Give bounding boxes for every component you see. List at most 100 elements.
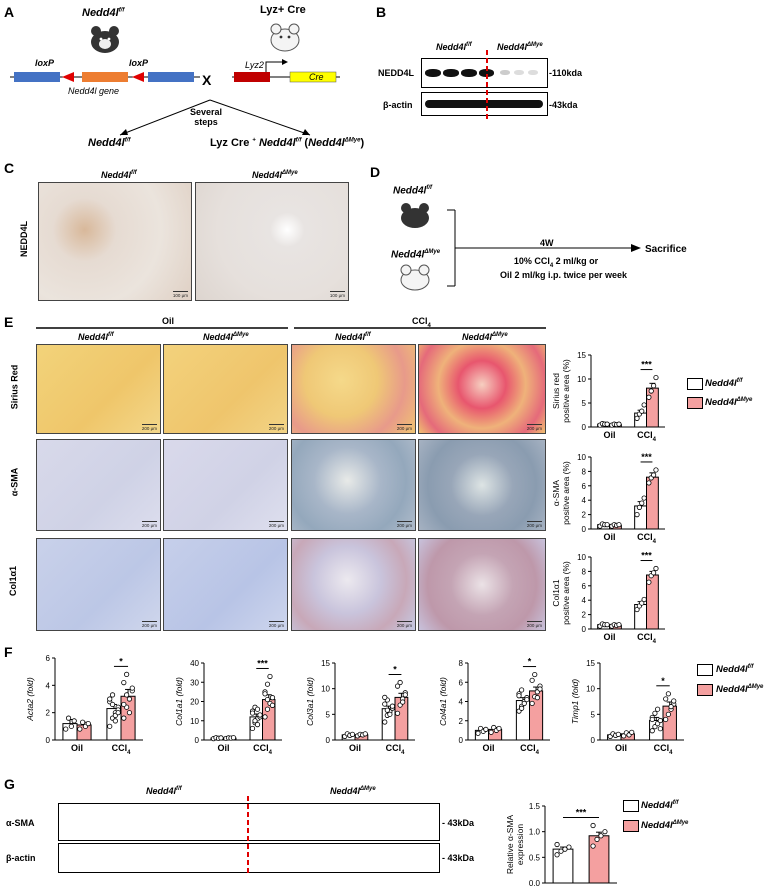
e-sirius-flox-oil: 200 μm	[36, 344, 161, 434]
c-flox-header: Nedd4lf/f	[101, 170, 137, 180]
data-point	[63, 726, 69, 732]
data-point	[384, 707, 390, 713]
d-endpoint: Sacrifice	[645, 244, 687, 255]
a-lyz-cre-title: Lyz+ Cre	[260, 4, 306, 16]
y-tick-label: 10	[577, 553, 586, 562]
y-axis-label: positive area (%)	[561, 359, 571, 423]
data-point	[639, 408, 645, 414]
x-tick-label: Oil	[349, 743, 361, 753]
x-tick-label: Oil	[71, 743, 83, 753]
panel-label-g: G	[4, 776, 15, 792]
a-flox-construct	[10, 72, 200, 82]
panel-label-a: A	[4, 4, 15, 20]
data-point	[382, 694, 388, 700]
significance-label: *	[119, 656, 123, 666]
dark-mouse-icon	[91, 26, 119, 53]
data-point	[602, 829, 608, 835]
x-tick-label: Oil	[603, 430, 615, 440]
data-point	[634, 415, 640, 421]
panel-label-d: D	[370, 164, 381, 180]
b-row2-size: -43kda	[549, 100, 578, 110]
data-point	[249, 710, 256, 716]
b-flox-header: Nedd4lf/f	[436, 42, 472, 52]
e-sirius-ko-ccl4: 200 μm	[418, 344, 546, 434]
y-tick-label: 5	[582, 399, 587, 408]
e-col1a1-flox-oil: 200 μm	[36, 538, 161, 631]
d-ko-label: Nedd4lΔMye	[391, 249, 441, 261]
data-point	[126, 710, 133, 716]
x-tick-label: CCl4	[253, 743, 273, 756]
data-point	[537, 686, 543, 692]
data-point	[262, 714, 268, 720]
data-point	[521, 700, 527, 707]
data-point	[651, 383, 657, 389]
f-legend-label-ko: Nedd4lΔMye	[716, 684, 764, 696]
data-point	[264, 696, 271, 703]
panel-label-c: C	[4, 160, 15, 176]
data-point	[65, 715, 72, 721]
data-point	[394, 683, 401, 689]
data-point	[665, 691, 671, 697]
y-axis-label: Acta2 (fold)	[25, 677, 35, 722]
data-point	[629, 729, 635, 735]
data-point	[400, 699, 406, 705]
data-point	[71, 718, 77, 724]
significance-label: ***	[641, 360, 652, 370]
significance-label: ***	[641, 452, 652, 462]
e-group-bars	[36, 327, 546, 329]
data-point	[257, 712, 263, 718]
g-legend-label-ko: Nedd4lΔMye	[641, 820, 689, 832]
data-point	[519, 687, 525, 693]
f-legend-swatch-flox	[697, 664, 713, 676]
a-loxp-right: loxP	[129, 58, 149, 68]
g-row2-label: β-actin	[6, 853, 36, 863]
y-tick-label: 8	[459, 659, 464, 668]
data-point	[264, 681, 271, 687]
significance-label: *	[661, 676, 665, 686]
data-point	[657, 726, 663, 732]
data-point	[218, 735, 224, 741]
data-point	[115, 710, 121, 716]
data-point	[616, 421, 622, 427]
data-point	[516, 693, 522, 699]
data-point	[634, 606, 640, 613]
y-tick-label: 4	[459, 698, 464, 707]
data-point	[657, 717, 663, 724]
y-tick-label: 10	[586, 685, 595, 694]
data-point	[349, 731, 356, 737]
data-point	[269, 702, 276, 708]
y-tick-label: 0.0	[529, 879, 541, 888]
data-point	[129, 685, 135, 691]
e-legend-label-ko: Nedd4lΔMye	[705, 397, 753, 409]
y-tick-label: 30	[190, 678, 199, 687]
a-cre-label: Cre	[309, 72, 324, 82]
x-tick-label: Oil	[603, 532, 615, 542]
significance-label: ***	[576, 808, 587, 818]
e-col4-header: Nedd4lΔMye	[462, 332, 508, 342]
data-point	[590, 843, 596, 849]
x-tick-label: CCl4	[520, 743, 540, 756]
y-tick-label: 4	[582, 596, 587, 605]
data-point	[671, 698, 677, 704]
y-axis-label: positive area (%)	[561, 561, 571, 625]
data-point	[646, 579, 652, 585]
data-point	[394, 710, 401, 716]
data-point	[267, 673, 273, 680]
e-col1a1-ko-oil: 200 μm	[163, 538, 288, 631]
data-point	[387, 711, 393, 717]
data-point	[652, 710, 658, 716]
e-legend-swatch-ko	[687, 397, 703, 409]
y-axis-label: Sirius red	[551, 373, 561, 409]
data-point	[362, 731, 368, 737]
y-tick-label: 20	[190, 698, 199, 707]
data-point	[663, 696, 669, 702]
data-point	[77, 726, 83, 732]
e-group-oil: Oil	[162, 316, 175, 326]
data-point	[653, 467, 659, 473]
